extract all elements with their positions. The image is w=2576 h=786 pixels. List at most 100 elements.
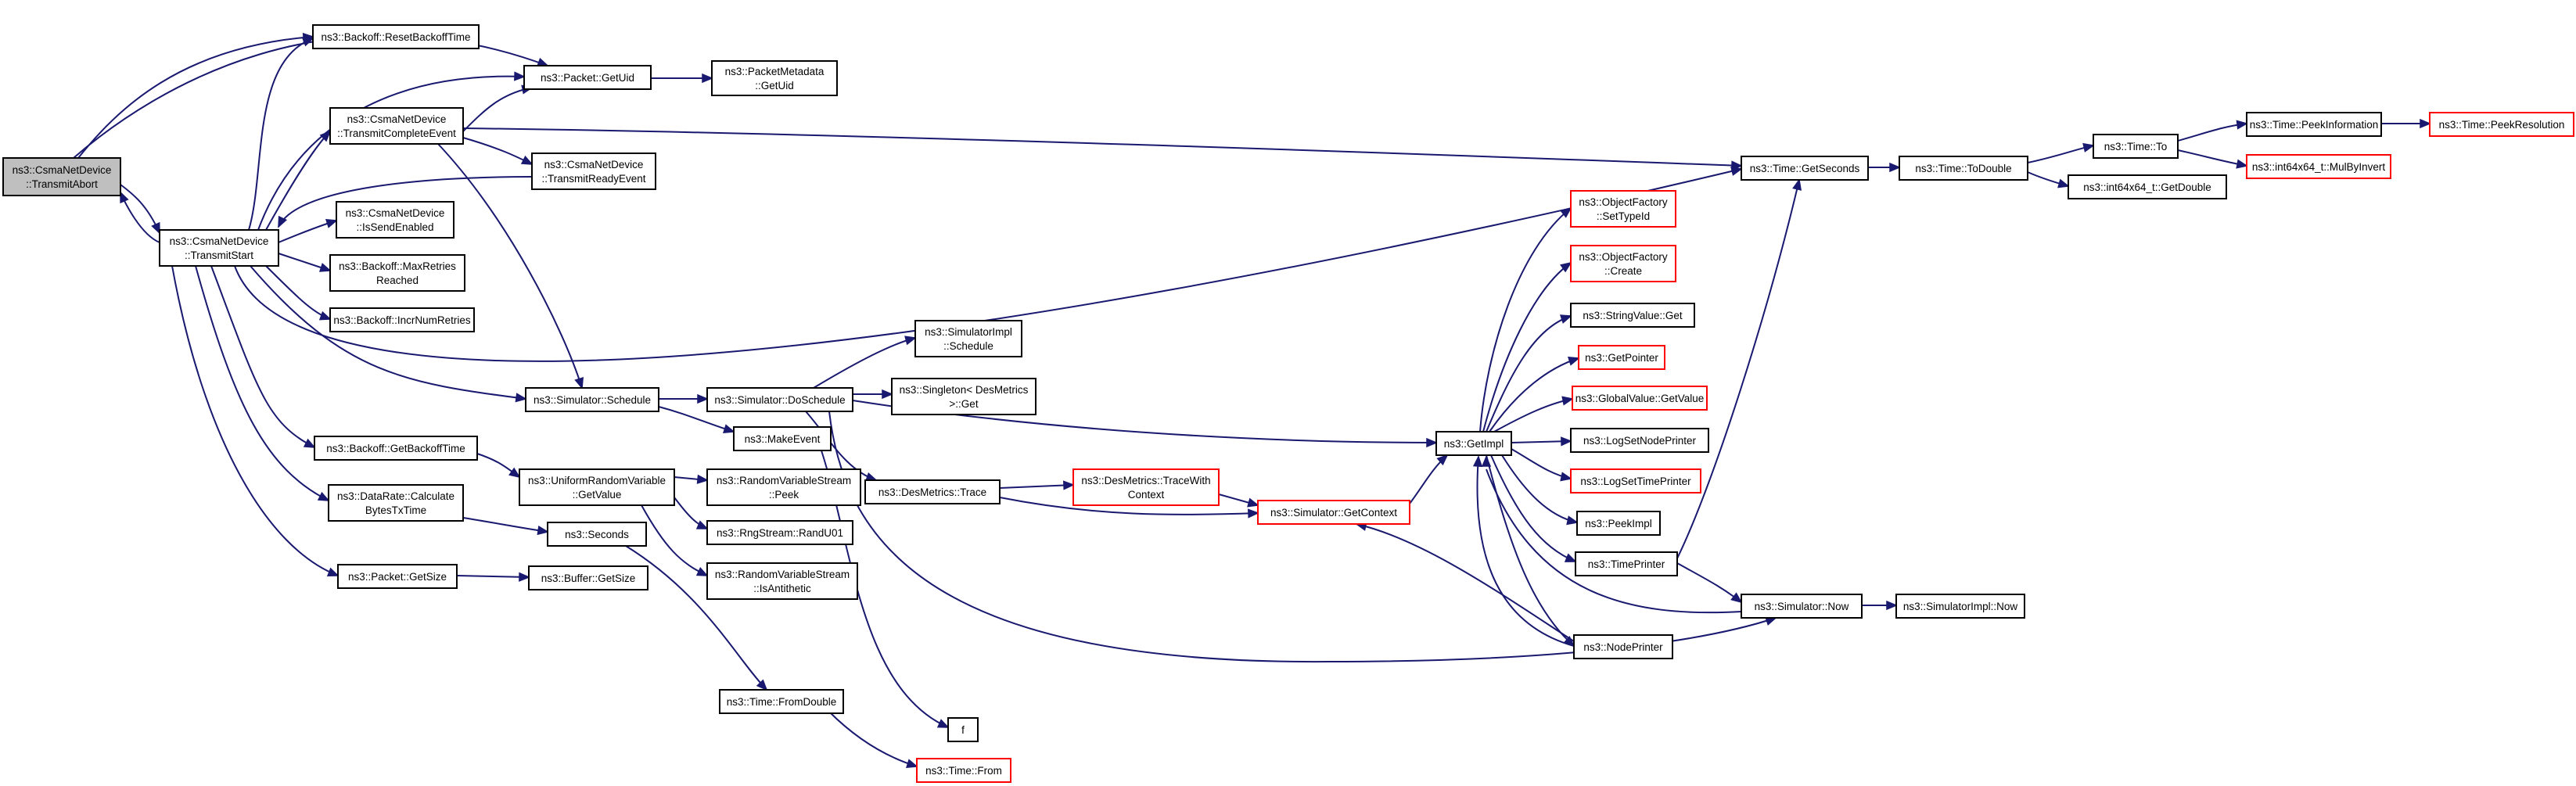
function-node[interactable]: ns3::Time::From (916, 758, 1011, 783)
call-edge-arrowhead (326, 567, 340, 577)
function-node[interactable]: ns3::RandomVariableStream::IsAntithetic (706, 562, 858, 600)
function-node-box (159, 229, 279, 267)
call-edge (2177, 149, 2248, 169)
function-node[interactable]: ns3::SimulatorImpl::Schedule (914, 320, 1022, 357)
call-edge-line (1486, 315, 1572, 432)
function-node-label: ::Schedule (943, 340, 993, 352)
function-node-box (1578, 345, 1665, 370)
function-node[interactable]: ns3::GlobalValue::GetValue (1572, 386, 1708, 411)
function-node[interactable]: ns3::StringValue::Get (1570, 303, 1695, 328)
function-node-label: ns3::Backoff::ResetBackoffTime (321, 31, 470, 43)
function-node[interactable]: ns3::ObjectFactory::Create (1570, 245, 1676, 282)
function-node[interactable]: ns3::int64x64_t::MulByInvert (2246, 154, 2391, 179)
call-edge (1862, 600, 1898, 611)
function-node[interactable]: ns3::Singleton< DesMetrics >::Get (891, 378, 1037, 415)
function-node[interactable]: ns3::Time::GetSeconds (1741, 156, 1869, 181)
function-node[interactable]: ns3::Backoff::ResetBackoffTime (312, 24, 480, 49)
function-node[interactable]: ns3::CsmaNetDevice::IsSendEnabled (336, 201, 454, 239)
call-edge (2177, 120, 2248, 142)
function-node[interactable]: ns3::Time::FromDouble (719, 689, 844, 714)
call-edge (2027, 142, 2095, 163)
function-node[interactable]: ns3::NodePrinter (1573, 634, 1673, 659)
call-edge (1501, 454, 1579, 526)
function-node-label: ::Create (1604, 265, 1642, 277)
function-node[interactable]: ns3::Backoff::GetBackoffTime (314, 436, 478, 461)
call-edge (1676, 562, 1743, 604)
function-node[interactable]: ns3::Packet::GetSize (337, 564, 458, 589)
function-node-label: ns3::StringValue::Get (1583, 310, 1683, 321)
call-edge (1479, 206, 1572, 432)
function-node[interactable]: ns3::Time::PeekInformation (2246, 112, 2382, 137)
function-node-box (706, 387, 853, 412)
function-node[interactable]: ns3::Simulator::DoSchedule (706, 387, 853, 412)
call-edge (265, 130, 332, 231)
function-node[interactable]: ns3::Packet::GetUid (523, 65, 652, 90)
function-node[interactable]: ns3::GetImpl (1435, 431, 1512, 456)
function-node[interactable]: ns3::RngStream::RandU01 (706, 520, 853, 545)
call-edge (1493, 396, 1574, 432)
call-edge (120, 184, 160, 235)
call-edge-line (1493, 398, 1573, 432)
function-node[interactable]: ns3::Time::To (2093, 134, 2179, 159)
function-node-box (1570, 428, 1709, 453)
function-node-label: ::TransmitStart (185, 249, 253, 261)
function-node-box (1570, 245, 1676, 282)
function-node[interactable]: ns3::SimulatorImpl::Now (1895, 594, 2025, 619)
call-edge-arrowhead (695, 567, 709, 576)
call-edge (853, 389, 893, 400)
function-node[interactable]: ns3::Seconds (547, 522, 647, 547)
call-edge (265, 265, 332, 321)
function-node[interactable]: ns3::UniformRandomVariable::GetValue (519, 468, 675, 506)
call-edge-line (1356, 523, 1575, 642)
call-edge-arrowhead (1436, 454, 1449, 466)
function-node-label: ns3::Backoff::MaxRetries (339, 260, 456, 272)
function-node[interactable]: ns3::PeekImpl (1576, 511, 1661, 536)
call-edge-line (210, 265, 315, 448)
function-node[interactable]: ns3::Backoff::IncrNumRetries (329, 307, 475, 332)
function-node[interactable]: ns3::Time::ToDouble (1899, 156, 2028, 181)
function-node[interactable]: ns3::Simulator::GetContext (1257, 500, 1410, 525)
function-node-label: ns3::Time::PeekInformation (2250, 119, 2379, 131)
call-edge (674, 474, 709, 484)
call-edge-arrowhead (2057, 178, 2070, 188)
call-edge-arrowhead (120, 191, 129, 204)
function-node[interactable]: ns3::PacketMetadata::GetUid (711, 60, 838, 96)
function-node[interactable]: ns3::CsmaNetDevice::TransmitReadyEvent (531, 153, 656, 190)
function-node-label: ns3::DataRate::Calculate (337, 490, 454, 502)
function-node-label: ns3::Seconds (565, 529, 629, 540)
function-node[interactable]: ns3::RandomVariableStream::Peek (706, 468, 861, 506)
function-node[interactable]: ns3::DesMetrics::Trace (864, 479, 1001, 504)
function-node-label: ns3::DesMetrics::TraceWith (1081, 475, 1210, 486)
function-node-label: ns3::CsmaNetDevice (170, 235, 269, 247)
function-node[interactable]: ns3::MakeEvent (733, 426, 832, 451)
function-node-box (1576, 511, 1661, 536)
function-node[interactable]: ns3::Buffer::GetSize (528, 565, 648, 590)
function-node[interactable]: ns3::TimePrinter (1575, 551, 1678, 576)
function-node[interactable]: ns3::Simulator::Schedule (525, 387, 659, 412)
function-node-label: ::TransmitAbort (26, 178, 98, 190)
function-node-label: ns3::RandomVariableStream (715, 569, 850, 580)
function-node[interactable]: ns3::Time::PeekResolution (2429, 112, 2574, 137)
function-node-label: ns3::Singleton< DesMetrics (900, 384, 1029, 396)
function-node[interactable]: ns3::ObjectFactory::SetTypeId (1570, 190, 1676, 228)
call-edge-line (828, 711, 918, 767)
function-node[interactable]: f (947, 717, 979, 742)
function-node[interactable]: ns3::Simulator::Now (1741, 594, 1863, 619)
call-edge-arrowhead (303, 438, 316, 448)
function-node-label: ns3::PeekImpl (1585, 518, 1652, 529)
function-node[interactable]: ns3::CsmaNetDevice::TransmitCompleteEven… (329, 107, 464, 145)
function-node-label: ns3::Packet::GetSize (348, 571, 447, 583)
function-node-box (1573, 634, 1673, 659)
function-node[interactable]: ns3::LogSetNodePrinter (1570, 428, 1709, 453)
function-node[interactable]: ns3::int64x64_t::GetDouble (2068, 174, 2227, 199)
call-edge-line (1676, 179, 1800, 559)
function-node-label: ns3::Backoff::GetBackoffTime (326, 443, 465, 454)
function-node[interactable]: ns3::GetPointer (1578, 345, 1665, 370)
call-edge (250, 265, 527, 403)
function-node[interactable]: ns3::CsmaNetDevice::TransmitStart (159, 229, 279, 267)
function-node[interactable]: ns3::LogSetTimePrinter (1570, 468, 1701, 493)
call-edge-arrowhead (1730, 166, 1743, 176)
